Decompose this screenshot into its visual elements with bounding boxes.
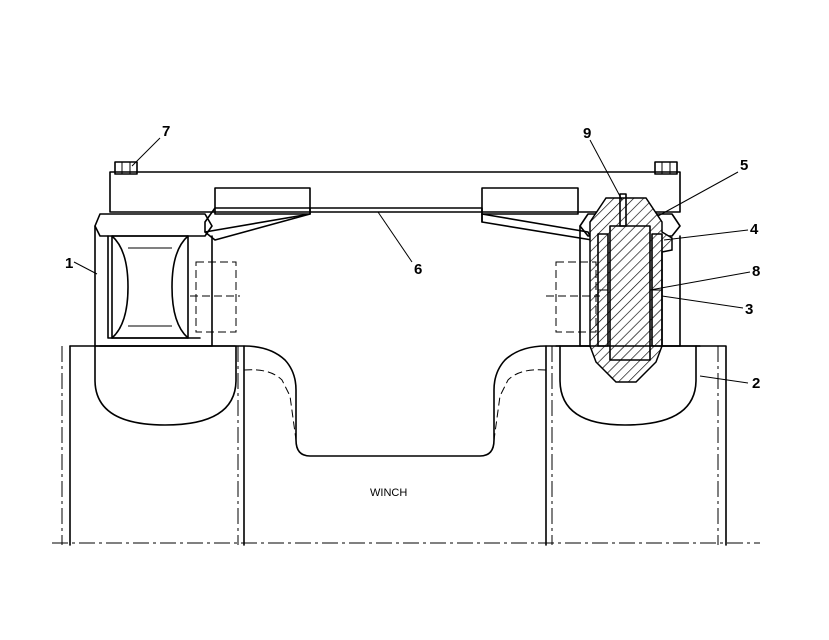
callout-3: 3 [745,301,753,318]
callout-5: 5 [740,157,748,174]
callout-6: 6 [414,261,422,278]
callout-7: 7 [162,123,170,140]
winch-body: WINCH [52,345,760,546]
leaders [73,137,751,384]
callout-9: 9 [583,125,591,142]
bolt-left [114,161,138,175]
cross-beam [109,171,681,241]
callout-4: 4 [750,221,759,238]
callout-8: 8 [752,263,760,280]
callout-1: 1 [65,255,73,272]
left-mount [94,213,240,426]
winch-label: WINCH [370,487,407,499]
bolt-right [654,161,678,175]
callout-2: 2 [752,375,760,392]
